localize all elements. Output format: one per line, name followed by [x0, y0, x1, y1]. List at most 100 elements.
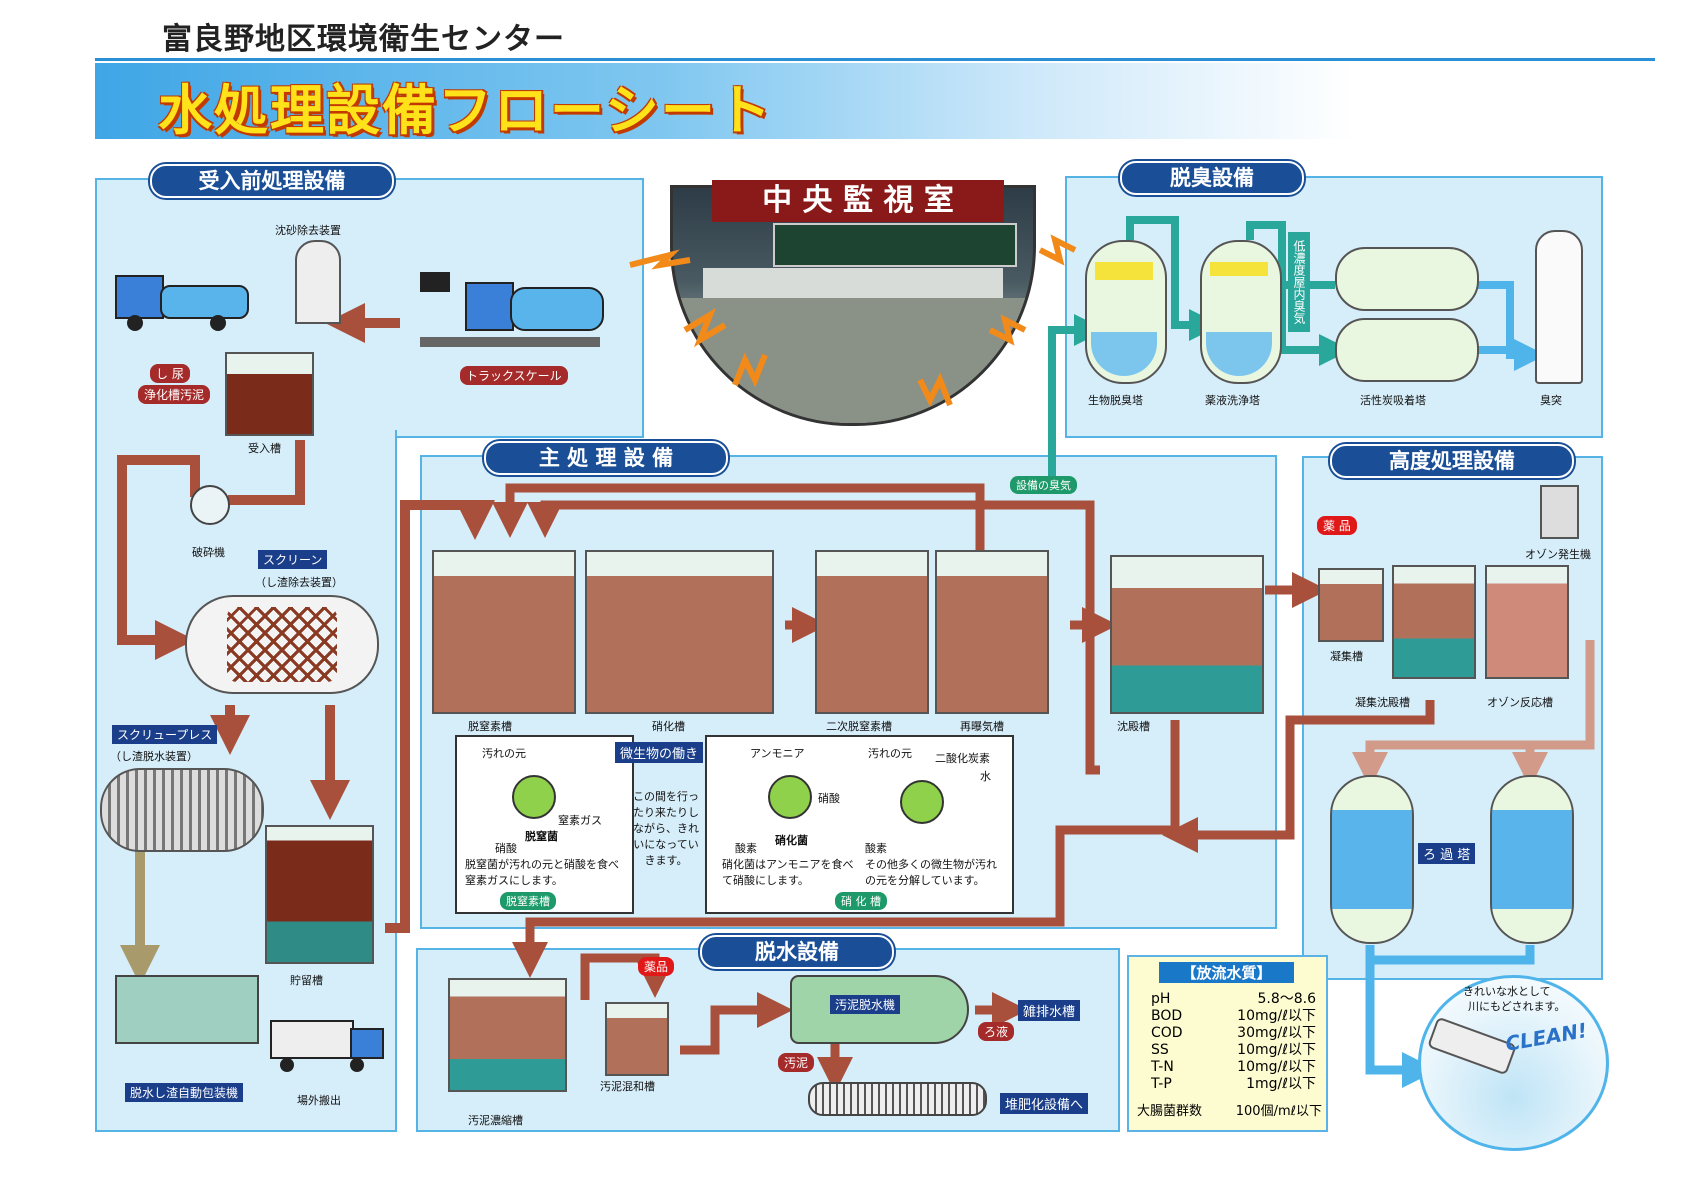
microbe-panel-right [705, 735, 1014, 914]
coag-settling-tank [1392, 565, 1476, 679]
section-title-dewatering: 脱水設備 [700, 935, 894, 969]
signal-bolts [629, 234, 1077, 407]
label-ozone-gen: オゾン発生機 [1525, 548, 1591, 561]
monitor-wall [773, 223, 1017, 267]
receiving-tank [225, 352, 314, 436]
label-screw-press: スクリュープレス [112, 725, 218, 744]
nitrification-tank [585, 550, 774, 714]
reaeration-tank [935, 550, 1049, 714]
river-text-2: 川にもどされます。 [1468, 1000, 1566, 1013]
denit-bacteria-icon [512, 775, 556, 819]
sludge-thickener [448, 978, 567, 1092]
label-nitrification: 硝化槽 [652, 720, 685, 733]
night-soil-truck [115, 275, 249, 331]
denitrification-tank [432, 550, 576, 714]
label-offsite: 場外搬出 [297, 1094, 341, 1107]
compost-conveyor [808, 1082, 987, 1116]
river-circle [1418, 975, 1609, 1151]
page-title: 水処理設備フローシート [158, 79, 773, 142]
label-night-soil: し 尿 [150, 364, 190, 383]
label-nitrate-2: 硝酸 [818, 792, 840, 805]
label-denit-bacteria: 脱窒菌 [525, 830, 558, 843]
label-secondary-denit: 二次脱窒素槽 [826, 720, 892, 733]
title-banner [95, 63, 1355, 139]
label-settling: 沈殿槽 [1117, 720, 1150, 733]
coagulation-tank [1318, 568, 1384, 642]
label-crusher: 破砕機 [192, 546, 225, 559]
label-mixer: 汚泥混和槽 [600, 1080, 655, 1093]
sludge-mixer [605, 1002, 669, 1076]
discharge-title: 【放流水質】 [1159, 962, 1294, 983]
screw-press-drum [100, 768, 264, 852]
carbon-tower-lower [1335, 318, 1479, 382]
control-room-photo [670, 185, 1036, 426]
label-sludge: 汚泥 [778, 1053, 815, 1072]
section-title-pretreatment: 受入前処理設備 [150, 164, 394, 198]
label-carbon-tower: 活性炭吸着塔 [1360, 394, 1426, 407]
scale-truck [420, 272, 604, 352]
label-auto-packer: 脱水し渣自動包装機 [125, 1083, 244, 1102]
label-equipment-odor: 設備の臭気 [1010, 476, 1077, 494]
label-screen-sub: （し渣除去装置） [255, 576, 343, 589]
nitrif-tank-tag: 硝 化 槽 [835, 892, 887, 910]
carbon-tower-upper [1335, 247, 1479, 311]
label-oxygen-2: 酸素 [865, 842, 887, 855]
label-filter: ろ 過 塔 [1418, 843, 1476, 864]
label-oxygen-1: 酸素 [735, 842, 757, 855]
storage-tank [265, 825, 374, 964]
filter-tower-2 [1490, 775, 1574, 944]
offsite-truck [270, 1020, 384, 1075]
label-filtrate: ろ液 [978, 1022, 1015, 1041]
nitrifier-icon [768, 775, 812, 819]
microbe-panel-left [455, 735, 634, 914]
label-storage-tank: 貯留槽 [290, 974, 323, 987]
other-desc: その他多くの微生物が汚れの元を分解しています。 [865, 858, 997, 887]
bio-deodor-tower [1085, 240, 1167, 384]
sand-removal-unit [295, 240, 341, 324]
cycle-text: この間を行ったり来たりしながら、きれいになっていきます。 [633, 790, 699, 867]
label-sand-removal: 沈砂除去装置 [275, 224, 341, 237]
label-coagulation: 凝集槽 [1330, 650, 1363, 663]
ozone-reactor [1485, 565, 1569, 679]
label-n2gas: 窒素ガス [558, 814, 602, 827]
filter-tower-1 [1330, 775, 1414, 944]
label-pollutant-2: 汚れの元 [868, 747, 912, 760]
label-coag-settling: 凝集沈殿槽 [1355, 696, 1410, 709]
label-receiving-tank: 受入槽 [248, 442, 281, 455]
section-title-advanced: 高度処理設備 [1330, 444, 1574, 478]
label-nitrate-1: 硝酸 [495, 842, 517, 855]
microbe-title: 微生物の働き [615, 742, 704, 763]
decomposer-icon [900, 780, 944, 824]
odor-stack [1535, 230, 1583, 384]
label-compost: 堆肥化設備へ [1000, 1093, 1089, 1114]
settling-tank [1110, 555, 1264, 714]
label-bio-tower: 生物脱臭塔 [1088, 394, 1143, 407]
label-denitrification: 脱窒素槽 [468, 720, 512, 733]
section-title-deodorization: 脱臭設備 [1120, 161, 1304, 195]
label-truck-scale: トラックスケール [460, 366, 568, 385]
organization-name: 富良野地区環境衛生センター [162, 22, 565, 57]
ozone-generator [1540, 485, 1579, 539]
nitrif-desc: 硝化菌はアンモニアを食べて硝酸にします。 [722, 858, 854, 887]
label-pollutant-1: 汚れの元 [482, 747, 526, 760]
label-thickener: 汚泥濃縮槽 [468, 1114, 523, 1127]
console-desk [703, 268, 1003, 298]
section-title-main: 主 処 理 設 備 [484, 441, 728, 475]
title-rule [95, 58, 1655, 61]
denit-desc: 脱窒菌が汚れの元と硝酸を食べ窒素ガスにします。 [465, 858, 619, 887]
label-chemicals-advanced: 薬 品 [1317, 516, 1357, 535]
label-ozone-reactor: オゾン反応槽 [1487, 696, 1553, 709]
label-nitrifier: 硝化菌 [775, 834, 808, 847]
secondary-denit-tank [815, 550, 929, 714]
chemical-scrubber [1200, 240, 1282, 384]
label-screen: スクリーン [258, 550, 328, 569]
